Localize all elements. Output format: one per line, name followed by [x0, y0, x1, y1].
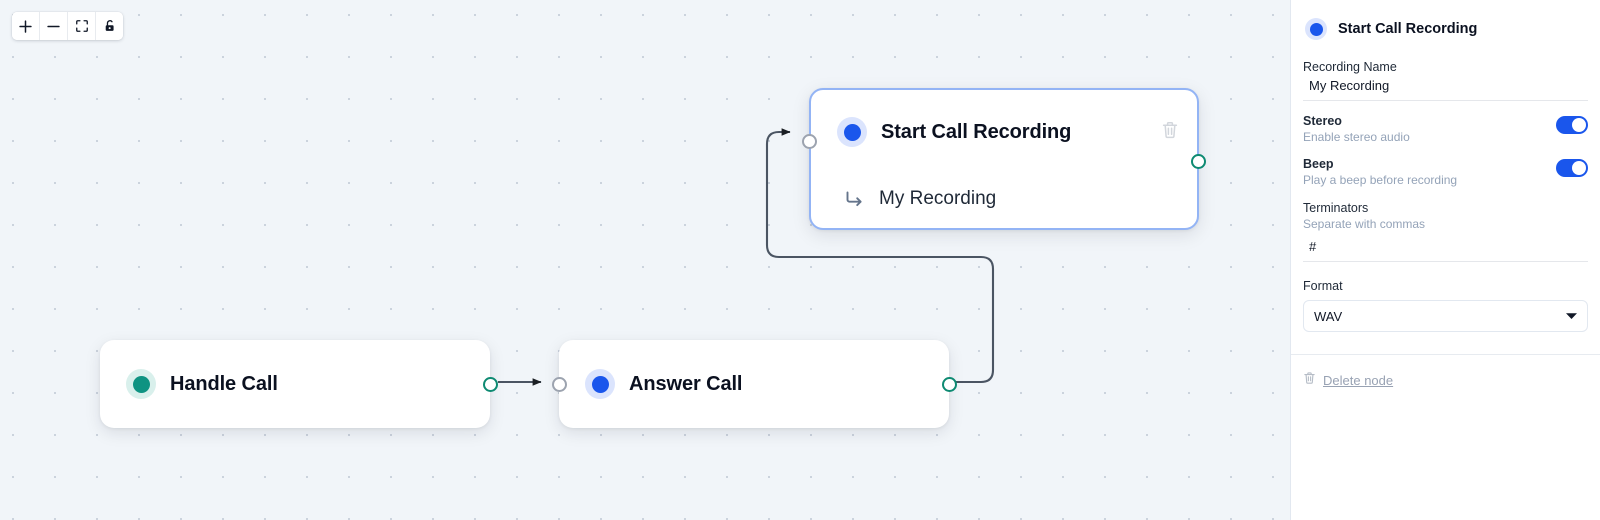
panel-title: Start Call Recording: [1338, 21, 1478, 37]
beep-toggle[interactable]: [1556, 159, 1588, 177]
plus-icon: [18, 19, 33, 34]
node-properties-panel: Start Call Recording Recording Name Ster…: [1290, 0, 1600, 520]
node-output-handle[interactable]: [482, 376, 498, 392]
node-title: Handle Call: [170, 372, 278, 395]
node-start-call-recording[interactable]: Start Call Recording: [802, 88, 1206, 230]
beep-hint: Play a beep before recording: [1303, 173, 1458, 187]
node-title: Answer Call: [629, 372, 743, 395]
node-header: Start Call Recording: [811, 90, 1197, 174]
node-subtitle-row: My Recording: [811, 174, 1197, 224]
beep-text: Beep Play a beep before recording: [1303, 157, 1457, 187]
fit-view-icon: [75, 19, 89, 33]
node-header: Answer Call: [559, 340, 949, 428]
node-status-dot: [837, 117, 867, 147]
node-status-dot: [126, 369, 156, 399]
stereo-hint: Enable stereo audio: [1303, 130, 1410, 144]
zoom-in-button[interactable]: [12, 12, 40, 40]
stereo-toggle[interactable]: [1556, 116, 1588, 134]
trash-icon: [1161, 120, 1179, 145]
corner-down-right-icon: [843, 188, 865, 210]
panel-header: Start Call Recording: [1291, 18, 1600, 40]
edges-layer: [498, 128, 995, 386]
panel-divider: [1291, 354, 1600, 355]
minus-icon: [46, 19, 61, 34]
terminators-hint: Separate with commas: [1303, 217, 1426, 231]
stereo-text: Stereo Enable stereo audio: [1303, 114, 1410, 144]
node-input-handle[interactable]: [551, 376, 567, 392]
stereo-toggle-knob: [1572, 118, 1586, 132]
terminators-label: Terminators: [1303, 201, 1369, 215]
field-format: Format WAV: [1291, 279, 1600, 332]
stereo-label: Stereo: [1303, 114, 1342, 128]
node-delete-button[interactable]: [1161, 120, 1179, 145]
beep-label: Beep: [1303, 157, 1334, 171]
flow-canvas[interactable]: Handle Call Answer Call Start Call Recor…: [0, 0, 1290, 520]
node-input-handle[interactable]: [802, 134, 817, 149]
recording-name-input[interactable]: [1303, 74, 1588, 101]
node-header: Handle Call: [100, 340, 490, 428]
beep-toggle-knob: [1572, 161, 1586, 175]
node-subtitle: My Recording: [879, 188, 997, 209]
node-handle-call[interactable]: Handle Call: [100, 340, 498, 428]
format-label: Format: [1303, 279, 1343, 293]
zoom-out-button[interactable]: [40, 12, 68, 40]
chevron-down-icon: [1565, 312, 1578, 320]
trash-icon: [1303, 371, 1316, 390]
node-answer-call[interactable]: Answer Call: [551, 340, 957, 428]
lock-button[interactable]: [96, 12, 123, 40]
delete-node-label: Delete node: [1323, 373, 1394, 388]
canvas-toolbar: [12, 12, 123, 40]
node-title: Start Call Recording: [881, 120, 1072, 143]
node-output-handle[interactable]: [941, 376, 957, 392]
field-stereo: Stereo Enable stereo audio: [1291, 114, 1600, 144]
format-select[interactable]: WAV: [1303, 300, 1588, 332]
field-recording-name: Recording Name: [1291, 60, 1600, 101]
recording-name-label: Recording Name: [1303, 60, 1397, 74]
panel-status-dot: [1305, 18, 1327, 40]
fit-view-button[interactable]: [68, 12, 96, 40]
format-selected-value: WAV: [1314, 308, 1343, 324]
node-status-dot: [585, 369, 615, 399]
field-terminators: Terminators Separate with commas: [1291, 201, 1600, 262]
field-beep: Beep Play a beep before recording: [1291, 157, 1600, 187]
terminators-input[interactable]: [1303, 235, 1588, 262]
node-output-handle[interactable]: [1191, 153, 1206, 169]
lock-icon: [103, 19, 117, 33]
delete-node-button[interactable]: Delete node: [1291, 355, 1600, 390]
